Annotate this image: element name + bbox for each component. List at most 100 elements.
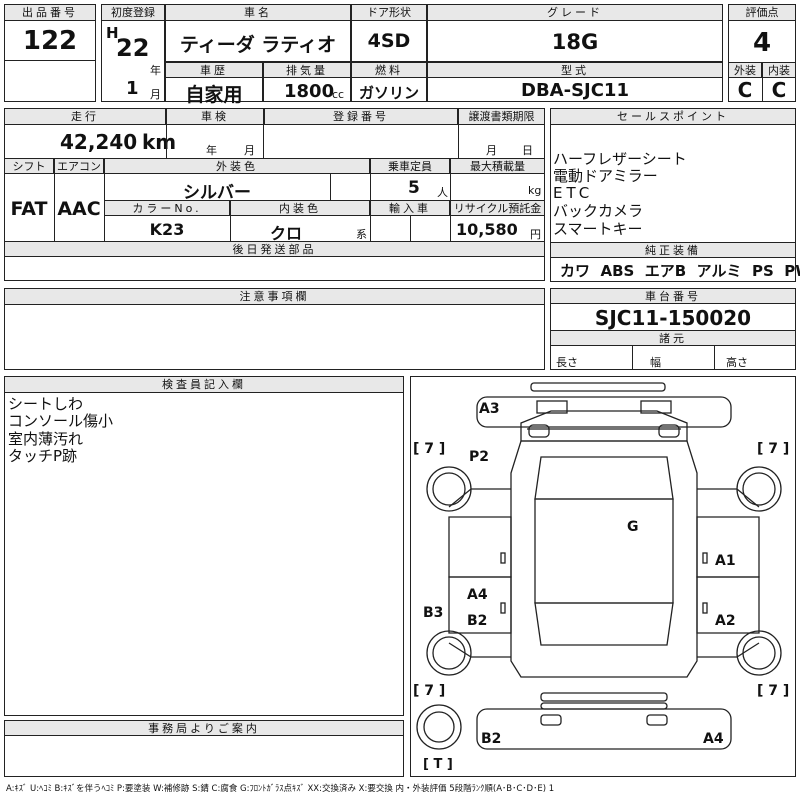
- handle-rl: [500, 602, 506, 614]
- mark-b3: B3: [423, 605, 444, 621]
- mark-a4-bottom: A4: [703, 731, 724, 747]
- import-label: 輸入車: [370, 200, 450, 216]
- damage-diagram: A3 P2 G A1 A4 B3 B2 A2 B2 A4 [ 7 ] [ 7 ]…: [410, 376, 796, 777]
- chassis-label: 車台番号: [550, 288, 796, 304]
- grade-value: 18G: [551, 30, 599, 54]
- history-value: 自家用: [185, 84, 243, 106]
- sales-points-label: セールスポイント: [550, 108, 796, 125]
- door-label: ドア形状: [351, 4, 427, 21]
- capacity-label: 乗車定員: [370, 158, 450, 174]
- inspection-box: [166, 125, 264, 158]
- month-value: 1: [126, 78, 139, 99]
- tire-rr: [736, 630, 782, 676]
- legend: A:ｷｽﾞ U:ﾍｺﾐ B:ｷｽﾞを伴うﾍｺﾐ P:要塗装 W:補修跡 S:錆 …: [6, 784, 555, 794]
- ac-label: エアコン: [54, 158, 104, 174]
- equipment-item: アルミ: [696, 262, 742, 280]
- sales-point-item: バックカメラ: [553, 202, 644, 220]
- windshield: [534, 456, 674, 500]
- grade-label: グレード: [427, 4, 723, 21]
- score-label: 評価点: [728, 4, 796, 21]
- roof: [534, 498, 674, 604]
- front-bumper: [476, 396, 732, 428]
- ext-color-label: 外装色: [104, 158, 370, 174]
- inspector-label: 検査員記入欄: [4, 376, 404, 393]
- mark-g: G: [627, 519, 639, 535]
- dims-label: 諸元: [550, 330, 796, 346]
- door-rl: [448, 576, 512, 634]
- mark-b2-bottom: B2: [481, 731, 502, 747]
- history-label: 車歴: [165, 62, 263, 78]
- tire-fl-inner: [432, 472, 466, 506]
- sill-l2: [448, 642, 511, 658]
- rear-window: [534, 602, 674, 646]
- import-divider: [410, 216, 411, 241]
- handle-fr: [702, 552, 708, 564]
- lot-label: 出品番号: [4, 4, 96, 21]
- transfer-month-unit: 月: [486, 144, 497, 157]
- top-bar: [530, 382, 666, 392]
- tire-fr: [736, 466, 782, 512]
- tire-spare-inner: [423, 711, 455, 743]
- month-unit: 月: [150, 88, 161, 101]
- color-no-value: K23: [149, 220, 185, 239]
- int-color-label: 内装色: [230, 200, 370, 216]
- tire-rr-inner: [742, 636, 776, 670]
- height-label: 高さ: [726, 356, 748, 369]
- lot-divider: [4, 60, 96, 61]
- rear-lamp-l: [540, 714, 562, 726]
- handle-rr: [702, 602, 708, 614]
- load-unit: kg: [528, 184, 542, 197]
- tire-tread-tr: [ 7 ]: [757, 441, 790, 457]
- transfer-label: 譲渡書類期限: [458, 108, 545, 125]
- registration-label: 登録番号: [264, 108, 458, 125]
- trunk-plate-r: [640, 400, 672, 414]
- genuine-equipment-list: カワ ABS エアB アルミ PS PW: [560, 260, 800, 281]
- car-name-label: 車名: [165, 4, 351, 21]
- fuel-value: ガソリン: [358, 84, 419, 102]
- mark-p2: P2: [469, 449, 490, 465]
- notes-label: 注意事項欄: [4, 288, 545, 305]
- inspection-label: 車検: [166, 108, 264, 125]
- color-no-label: カラーNo.: [104, 200, 230, 216]
- era-value: H: [106, 24, 119, 42]
- trunk-plate: [536, 400, 568, 414]
- shift-divider: [54, 174, 55, 241]
- office-label: 事務局よりご案内: [4, 720, 404, 736]
- sill-r2: [697, 642, 760, 658]
- shift-label: シフト: [4, 158, 54, 174]
- equipment-item: ABS: [600, 262, 635, 280]
- mileage-unit: km: [142, 130, 177, 154]
- ext-color-value: シルバー: [183, 183, 251, 203]
- car-outline-svg: [416, 382, 782, 750]
- sales-point-item: スマートキー: [553, 220, 643, 238]
- interior-label: 内装: [762, 62, 796, 78]
- lot-value: 122: [22, 26, 78, 56]
- ext-color-divider: [330, 174, 331, 200]
- interior-value: C: [771, 78, 787, 102]
- capacity-unit: 人: [437, 186, 448, 199]
- recycle-unit: 円: [530, 228, 541, 241]
- spare-tire-label: [ T ]: [423, 757, 453, 772]
- first-reg-label: 初度登録: [101, 4, 165, 21]
- mark-a1: A1: [715, 553, 736, 569]
- inspector-item: シートしわ: [8, 395, 84, 413]
- front-fog-l: [528, 424, 550, 438]
- int-color-value: クロ: [270, 224, 303, 243]
- chassis-value: SJC11-150020: [594, 306, 752, 330]
- transfer-day-unit: 日: [522, 144, 533, 157]
- genuine-equipment-label: 純正装備: [550, 242, 796, 258]
- fuel-label: 燃料: [351, 62, 427, 78]
- int-color-unit: 系: [356, 228, 367, 241]
- year-value: 22: [116, 34, 150, 62]
- later-parts-label: 後日発送部品: [4, 241, 545, 257]
- equipment-item: カワ: [560, 262, 591, 280]
- exterior-label: 外装: [728, 62, 762, 78]
- front-fog-r: [658, 424, 680, 438]
- mark-a2: A2: [715, 613, 736, 629]
- shift-value: FAT: [10, 198, 48, 220]
- body: [510, 440, 698, 678]
- color-no-divider: [230, 216, 231, 241]
- tire-tread-br: [ 7 ]: [757, 683, 790, 699]
- capacity-value: 5: [408, 178, 420, 198]
- handle-fl: [500, 552, 506, 564]
